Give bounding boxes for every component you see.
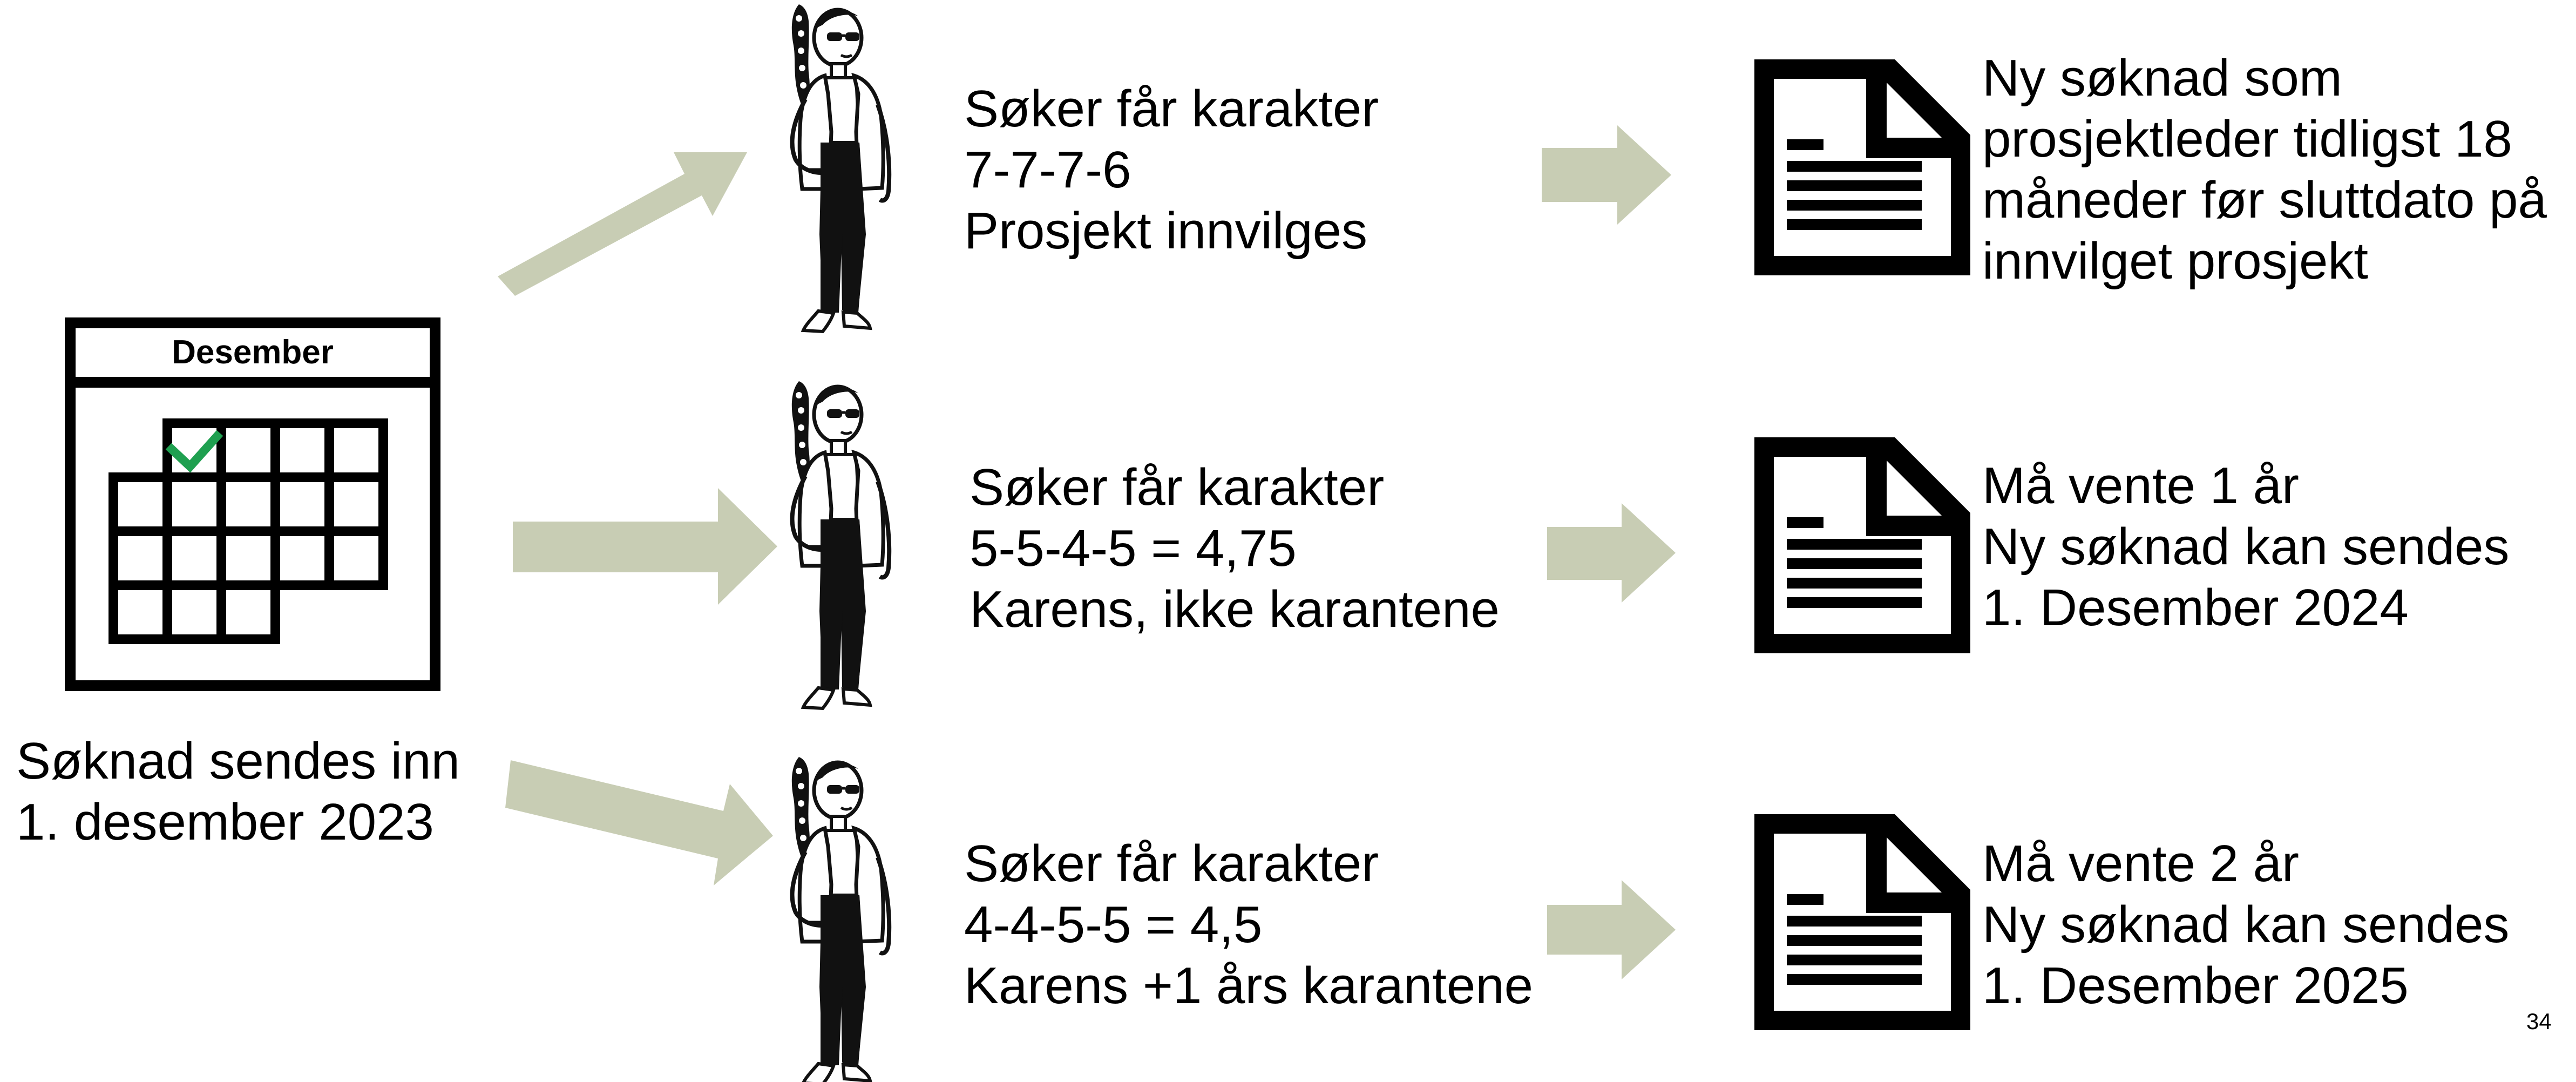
outcome-line: Ny søknad kan sendes: [1982, 518, 2510, 576]
outcome-line: innvilget prosjekt: [1982, 232, 2369, 290]
scenario-grade-line: Karens +1 års karantene: [964, 957, 1533, 1015]
page-number: 34: [2526, 1009, 2552, 1034]
scenario-3-outcome: Må vente 2 år Ny søknad kan sendes 1. De…: [1982, 833, 2510, 1016]
submission-text: Søknad sendes inn 1. desember 2023: [16, 731, 460, 853]
flow-arrows: [498, 152, 777, 885]
scenario-grade-line: 4-4-5-5 = 4,5: [964, 896, 1263, 953]
scenario-grade-line: Søker får karakter: [970, 458, 1385, 516]
scenario-grade-line: Karens, ikke karantene: [970, 580, 1500, 638]
scenario-grade-line: Søker får karakter: [964, 80, 1379, 138]
outcome-line: Ny søknad kan sendes: [1982, 896, 2510, 953]
document-icon-3: [1754, 814, 1970, 1030]
arrow-to-scenario-2: [513, 488, 777, 605]
outcome-line: Må vente 2 år: [1982, 835, 2299, 892]
person-illustration-1: [792, 4, 889, 332]
arrow-to-outcome-1: [1542, 125, 1671, 225]
scenario-grade-line: Søker får karakter: [964, 835, 1379, 892]
scenario-grade-line: 7-7-7-6: [964, 141, 1131, 199]
checkmark-icon: [165, 430, 223, 473]
arrow-to-scenario-1: [498, 152, 747, 296]
arrow-to-outcome-2: [1547, 503, 1676, 603]
submission-line-2: 1. desember 2023: [16, 793, 434, 851]
document-icon-1: [1754, 59, 1970, 275]
person-illustration-2: [792, 381, 889, 708]
outcome-line: prosjektleder tidligst 18: [1982, 110, 2512, 168]
scenario-grade-line: 5-5-4-5 = 4,75: [970, 519, 1297, 577]
submission-line-1: Søknad sendes inn: [16, 732, 460, 790]
calendar-icon: [65, 317, 440, 691]
scenario-grade-line: Prosjekt innvilges: [964, 202, 1367, 260]
scenario-1-grade: Søker får karakter 7-7-7-6 Prosjekt innv…: [964, 78, 1379, 261]
scenario-2-outcome: Må vente 1 år Ny søknad kan sendes 1. De…: [1982, 455, 2510, 638]
scenario-2-grade: Søker får karakter 5-5-4-5 = 4,75 Karens…: [970, 457, 1500, 640]
scenario-1-outcome: Ny søknad som prosjektleder tidligst 18 …: [1982, 48, 2547, 292]
arrow-to-outcome-3: [1547, 880, 1676, 979]
outcome-arrows: [1542, 125, 1676, 979]
outcome-line: Må vente 1 år: [1982, 457, 2299, 515]
calendar-month-label: Desember: [172, 334, 334, 371]
outcome-line: 1. Desember 2025: [1982, 957, 2409, 1015]
outcome-line: Ny søknad som: [1982, 49, 2342, 107]
arrow-to-scenario-3: [505, 760, 773, 885]
person-illustration-3: [792, 757, 889, 1082]
outcome-line: måneder før sluttdato på: [1982, 171, 2547, 229]
outcome-line: 1. Desember 2024: [1982, 579, 2409, 637]
document-icon-2: [1754, 437, 1970, 653]
scenario-3-grade: Søker får karakter 4-4-5-5 = 4,5 Karens …: [964, 833, 1533, 1016]
